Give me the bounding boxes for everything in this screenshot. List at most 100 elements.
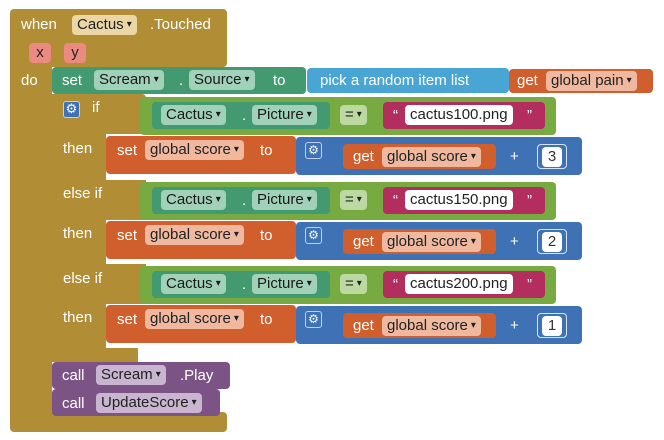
chevron-down-icon: ▾ <box>191 397 197 408</box>
condition-dot-1: . <box>242 107 247 124</box>
action-to-label-2: to <box>260 227 273 244</box>
gear-icon[interactable]: ⚙ <box>305 142 322 159</box>
then-label-1: then <box>63 140 93 157</box>
condition-component-dropdown-2[interactable]: Cactus ▾ <box>161 190 226 210</box>
chevron-down-icon: ▾ <box>356 278 362 289</box>
number-value-1[interactable]: 3 <box>542 147 562 167</box>
chevron-down-icon: ▾ <box>626 75 632 86</box>
event-block-footer <box>10 412 227 432</box>
condition-component-name-3: Cactus <box>166 275 213 292</box>
chevron-down-icon: ▾ <box>155 369 161 380</box>
when-label: when <box>21 16 57 33</box>
pick-random-item-label: pick a random item list <box>320 72 470 89</box>
action-get-variable-dropdown-1[interactable]: global score ▾ <box>382 147 481 167</box>
chevron-down-icon: ▾ <box>126 19 132 30</box>
action-variable-dropdown-3[interactable]: global score ▾ <box>145 309 244 329</box>
else-if-label-1: else if <box>63 185 103 202</box>
if-block-footer <box>52 348 138 362</box>
text-value-2: cactus150.png <box>410 191 508 208</box>
event-component-dropdown[interactable]: Cactus ▾ <box>72 15 137 35</box>
condition-dot-2: . <box>242 192 247 209</box>
param-x-label: x <box>36 44 44 61</box>
param-y[interactable]: y <box>64 43 86 63</box>
action-get-label-2: get <box>353 233 374 250</box>
condition-property-dropdown-3[interactable]: Picture ▾ <box>252 274 317 294</box>
number-value-2[interactable]: 2 <box>542 232 562 252</box>
then-label-2: then <box>63 225 93 242</box>
call-method-label: .Play <box>180 367 214 384</box>
compare-operator-dropdown-3[interactable]: = ▾ <box>340 274 367 294</box>
to-label: to <box>273 72 286 89</box>
call-component-dropdown[interactable]: Scream ▾ <box>96 365 166 385</box>
param-y-label: y <box>71 44 79 61</box>
action-to-label-1: to <box>260 142 273 159</box>
condition-property-name-2: Picture <box>257 191 304 208</box>
text-field-1[interactable]: cactus100.png <box>405 105 513 125</box>
call-label-2: call <box>62 395 85 412</box>
if-label: if <box>92 99 100 116</box>
action-get-variable-name-2: global score <box>387 233 468 250</box>
condition-dot-3: . <box>242 276 247 293</box>
condition-property-dropdown-2[interactable]: Picture ▾ <box>252 190 317 210</box>
chevron-down-icon: ▾ <box>470 151 476 162</box>
text-field-3[interactable]: cactus200.png <box>405 274 513 294</box>
chevron-down-icon: ▾ <box>153 74 159 85</box>
get-label: get <box>517 72 538 89</box>
quote-open-3: “ <box>393 276 398 293</box>
compare-operator-1: = <box>345 106 354 123</box>
action-set-label-3: set <box>117 311 138 328</box>
chevron-down-icon: ▾ <box>306 278 312 289</box>
call-procedure-name: UpdateScore <box>101 394 189 411</box>
quote-close-3: ” <box>527 276 532 293</box>
chevron-down-icon: ▾ <box>470 236 476 247</box>
chevron-down-icon: ▾ <box>215 278 221 289</box>
action-get-variable-dropdown-2[interactable]: global score ▾ <box>382 232 481 252</box>
set-component-name: Scream <box>99 71 151 88</box>
condition-property-name-3: Picture <box>257 275 304 292</box>
action-variable-dropdown-1[interactable]: global score ▾ <box>145 140 244 160</box>
text-value-1: cactus100.png <box>410 106 508 123</box>
action-plus-label-1: + <box>510 148 519 165</box>
condition-component-name-1: Cactus <box>166 106 213 123</box>
compare-operator-3: = <box>345 275 354 292</box>
gear-icon[interactable]: ⚙ <box>305 227 322 244</box>
event-handler-label: .Touched <box>150 16 211 33</box>
chevron-down-icon: ▾ <box>356 194 362 205</box>
set-property-dropdown[interactable]: Source ▾ <box>189 70 255 90</box>
chevron-down-icon: ▾ <box>233 144 239 155</box>
set-label: set <box>62 72 83 89</box>
action-get-label-1: get <box>353 148 374 165</box>
compare-operator-dropdown-1[interactable]: = ▾ <box>340 105 367 125</box>
compare-operator-dropdown-2[interactable]: = ▾ <box>340 190 367 210</box>
call-label-1: call <box>62 367 85 384</box>
text-field-2[interactable]: cactus150.png <box>405 190 513 210</box>
action-variable-dropdown-2[interactable]: global score ▾ <box>145 225 244 245</box>
number-value-3[interactable]: 1 <box>542 316 562 336</box>
param-x[interactable]: x <box>29 43 51 63</box>
condition-component-name-2: Cactus <box>166 191 213 208</box>
then-label-3: then <box>63 309 93 326</box>
else-if-label-2: else if <box>63 270 103 287</box>
chevron-down-icon: ▾ <box>215 109 221 120</box>
gear-icon[interactable] <box>63 101 80 118</box>
chevron-down-icon: ▾ <box>244 74 250 85</box>
action-get-variable-dropdown-3[interactable]: global score ▾ <box>382 316 481 336</box>
compare-operator-2: = <box>345 191 354 208</box>
get-variable-name: global pain <box>551 72 624 89</box>
action-get-variable-name-3: global score <box>387 317 468 334</box>
pick-random-item-block[interactable] <box>307 68 509 93</box>
action-variable-name-3: global score <box>150 310 231 327</box>
quote-close-1: ” <box>527 107 532 124</box>
get-variable-dropdown[interactable]: global pain ▾ <box>546 71 637 91</box>
call-procedure-dropdown[interactable]: UpdateScore ▾ <box>96 393 202 413</box>
if-block-elseif-2 <box>52 264 146 304</box>
condition-component-dropdown-1[interactable]: Cactus ▾ <box>161 105 226 125</box>
gear-icon[interactable]: ⚙ <box>305 311 322 328</box>
action-plus-label-2: + <box>510 233 519 250</box>
condition-property-dropdown-1[interactable]: Picture ▾ <box>252 105 317 125</box>
if-block-elseif-1 <box>52 180 146 220</box>
condition-component-dropdown-3[interactable]: Cactus ▾ <box>161 274 226 294</box>
event-component-name: Cactus <box>77 16 124 33</box>
action-set-label-1: set <box>117 142 138 159</box>
set-component-dropdown[interactable]: Scream ▾ <box>94 70 164 90</box>
